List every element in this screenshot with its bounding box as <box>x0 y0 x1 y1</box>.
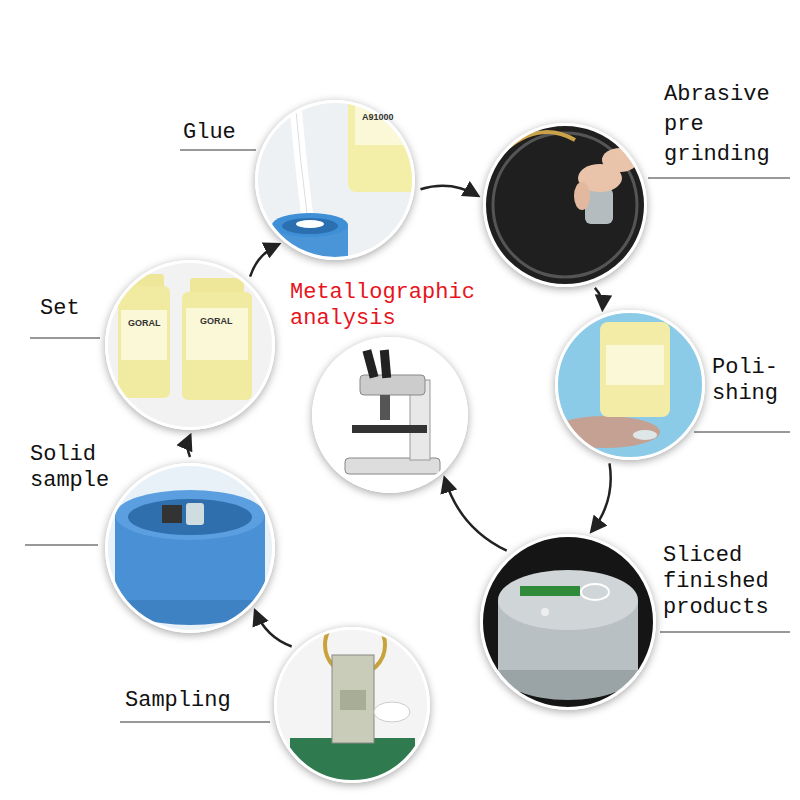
flow-arrow <box>255 611 291 646</box>
microscope-photo <box>312 337 468 493</box>
bottle-label: GORAL <box>128 318 161 329</box>
step-label: Solid sample <box>30 442 130 494</box>
flow-arrow <box>188 436 190 457</box>
specimen-photo <box>480 534 656 710</box>
flow-arrow <box>445 479 507 551</box>
process-photo-circle: Glue <box>255 100 415 260</box>
process-photo-circle: Metallographic analysis <box>312 337 468 493</box>
bottle-label: A91000 <box>362 112 394 123</box>
flow-arrow <box>250 245 278 277</box>
process-photo-circle: Solid sample <box>105 463 275 633</box>
flow-arrow <box>592 463 611 531</box>
press-photo <box>276 615 428 783</box>
flow-arrow <box>420 186 477 196</box>
process-photo-circle: Poli- shing <box>555 310 705 460</box>
process-photo-circle: Sampling <box>274 627 430 783</box>
process-photo-circle: Abrasive pre grinding <box>483 123 647 287</box>
step-label: Glue <box>183 120 263 146</box>
step-label: Metallographic analysis <box>290 280 520 332</box>
set-photo <box>105 260 275 430</box>
flow-arrow <box>595 288 603 309</box>
step-label: Set <box>40 296 100 322</box>
grinding-photo <box>480 120 650 290</box>
bottle-label: GORAL <box>200 316 233 327</box>
step-label: Poli- shing <box>712 355 792 407</box>
label-underline <box>25 150 790 722</box>
mould-photo <box>105 463 275 633</box>
step-label: Sampling <box>125 688 265 714</box>
process-photo-circle: Set <box>105 260 275 430</box>
step-label: Sliced finished products <box>663 543 793 621</box>
polishing-photo <box>550 310 705 460</box>
process-photo-circle: Sliced finished products <box>480 534 656 710</box>
step-label: Abrasive pre grinding <box>664 80 794 170</box>
glue-photo <box>250 92 433 270</box>
